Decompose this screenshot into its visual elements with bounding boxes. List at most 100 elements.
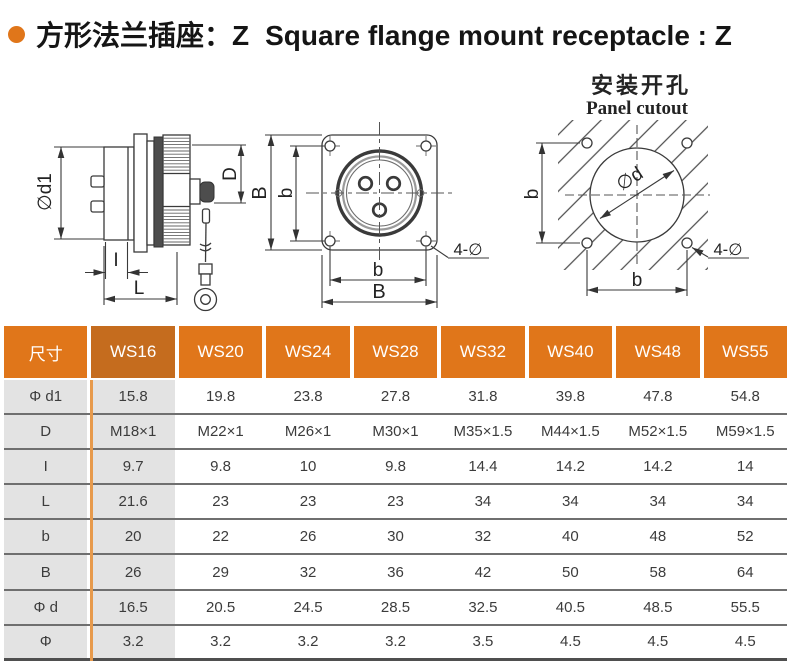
dim-label-b-bottom: b <box>373 260 384 281</box>
column-header-ws55: WS55 <box>703 326 787 378</box>
mounting-holes <box>320 136 436 251</box>
solder-contact <box>90 175 105 188</box>
table-cell: 16.5 <box>91 590 175 624</box>
front-view-diagram: B b b B 4-∅ <box>249 122 489 308</box>
panel-cutout-heading-cn: 安装开孔 <box>591 73 691 98</box>
column-header-ws28: WS28 <box>353 326 438 378</box>
table-cell: 50 <box>562 563 579 581</box>
table-cell: 34 <box>736 493 754 511</box>
cutout-holes <box>581 137 693 249</box>
dim-label-b-bottom-cutout: b <box>632 270 643 291</box>
table-cell: 32 <box>299 563 317 581</box>
dust-cap <box>199 181 215 203</box>
table-cell: 28.5 <box>380 598 411 616</box>
row-label: I <box>4 450 88 484</box>
bullet-icon <box>8 25 25 43</box>
column-header-ws48: WS48 <box>616 326 700 378</box>
table-cell: 9.8 <box>210 458 232 476</box>
table-cell: 29 <box>212 563 229 581</box>
table-cell: 26 <box>299 528 317 546</box>
table-cell: 34 <box>562 493 579 511</box>
table-cell: 9.8 <box>385 458 406 476</box>
table-cell: 3.5 <box>472 633 494 651</box>
table-cell: 20 <box>91 520 175 554</box>
column-header-ws32: WS32 <box>441 326 525 378</box>
row-label: Φ d <box>4 590 88 624</box>
table-cell: M26×1 <box>284 423 332 441</box>
table-cell: 32 <box>474 528 492 546</box>
table-cell: 3.2 <box>385 633 406 651</box>
page-title-cn: 方形法兰插座：Z <box>36 20 250 51</box>
mounting-flange <box>133 133 148 253</box>
dim-B-left: B <box>249 134 322 251</box>
table-cell: 34 <box>474 493 492 511</box>
table-cell: 3.2 <box>210 633 232 651</box>
table-cell: M59×1.5 <box>715 423 775 441</box>
lanyard-ring <box>193 287 218 312</box>
dim-b-left-cutout: b <box>522 142 580 244</box>
dim-label-L: L <box>134 278 145 299</box>
table-cell: M18×1 <box>91 415 175 449</box>
row-label: Φ <box>4 625 88 658</box>
table-cell: 26 <box>91 555 175 589</box>
side-view-diagram: ∅d1 D I L <box>35 133 246 312</box>
table-cell: 14.2 <box>555 458 585 476</box>
holes-callout-cutout: 4-∅ <box>691 241 749 259</box>
table-cell: M52×1.5 <box>628 423 688 441</box>
table-cell: 48 <box>649 528 667 546</box>
thread-section <box>153 136 164 248</box>
dim-d1: ∅d1 <box>35 146 104 240</box>
panel-cutout-diagram: 安装开孔 Panel cutout ∅d b b <box>522 73 749 296</box>
holes-callout-label-cutout: 4-∅ <box>713 241 742 259</box>
table-cell: 10 <box>299 458 317 476</box>
dim-b-bottom-cutout: b <box>586 250 688 296</box>
table-corner-cell: 尺寸 <box>4 326 88 378</box>
table-cell: 9.7 <box>91 450 175 484</box>
table-cell: 58 <box>649 563 667 581</box>
table-cell: 3.2 <box>91 625 175 658</box>
table-cell: 23 <box>387 493 404 511</box>
solder-contact <box>90 200 105 213</box>
table-cell: 40.5 <box>555 598 585 616</box>
table-cell: M30×1 <box>372 423 419 441</box>
row-label: b <box>4 520 88 554</box>
table-cell: 23 <box>212 493 229 511</box>
table-cell: 14.2 <box>643 458 673 476</box>
row-label: L <box>4 485 88 519</box>
table-cell: 15.8 <box>91 380 175 414</box>
dim-B-bottom: B <box>321 255 438 308</box>
dim-L: L <box>103 246 178 305</box>
contact-pin <box>357 175 374 192</box>
table-cell: 23.8 <box>293 388 323 406</box>
table-cell: 19.8 <box>206 388 236 406</box>
dim-b-bottom: b <box>329 247 427 286</box>
table-cell: 31.8 <box>468 388 498 406</box>
dim-label-b-left: b <box>276 188 297 199</box>
table-cell: 24.5 <box>293 598 323 616</box>
table-cell: 64 <box>736 563 754 581</box>
table-cell: 4.5 <box>559 633 581 651</box>
holes-callout-label: 4-∅ <box>453 241 482 259</box>
table-cell: 40 <box>562 528 579 546</box>
dim-label-B-bottom: B <box>372 281 385 303</box>
table-cell: M35×1.5 <box>453 423 513 441</box>
table-cell: 52 <box>736 528 754 546</box>
dim-b-left: b <box>276 145 324 242</box>
dim-D: D <box>192 144 246 204</box>
holes-callout: 4-∅ <box>430 241 489 259</box>
table-cell: 4.5 <box>647 633 669 651</box>
coupling-nut <box>162 134 191 246</box>
column-header-ws20: WS20 <box>178 326 263 378</box>
row-label: Φ d1 <box>4 380 88 414</box>
table-cell: 30 <box>387 528 404 546</box>
